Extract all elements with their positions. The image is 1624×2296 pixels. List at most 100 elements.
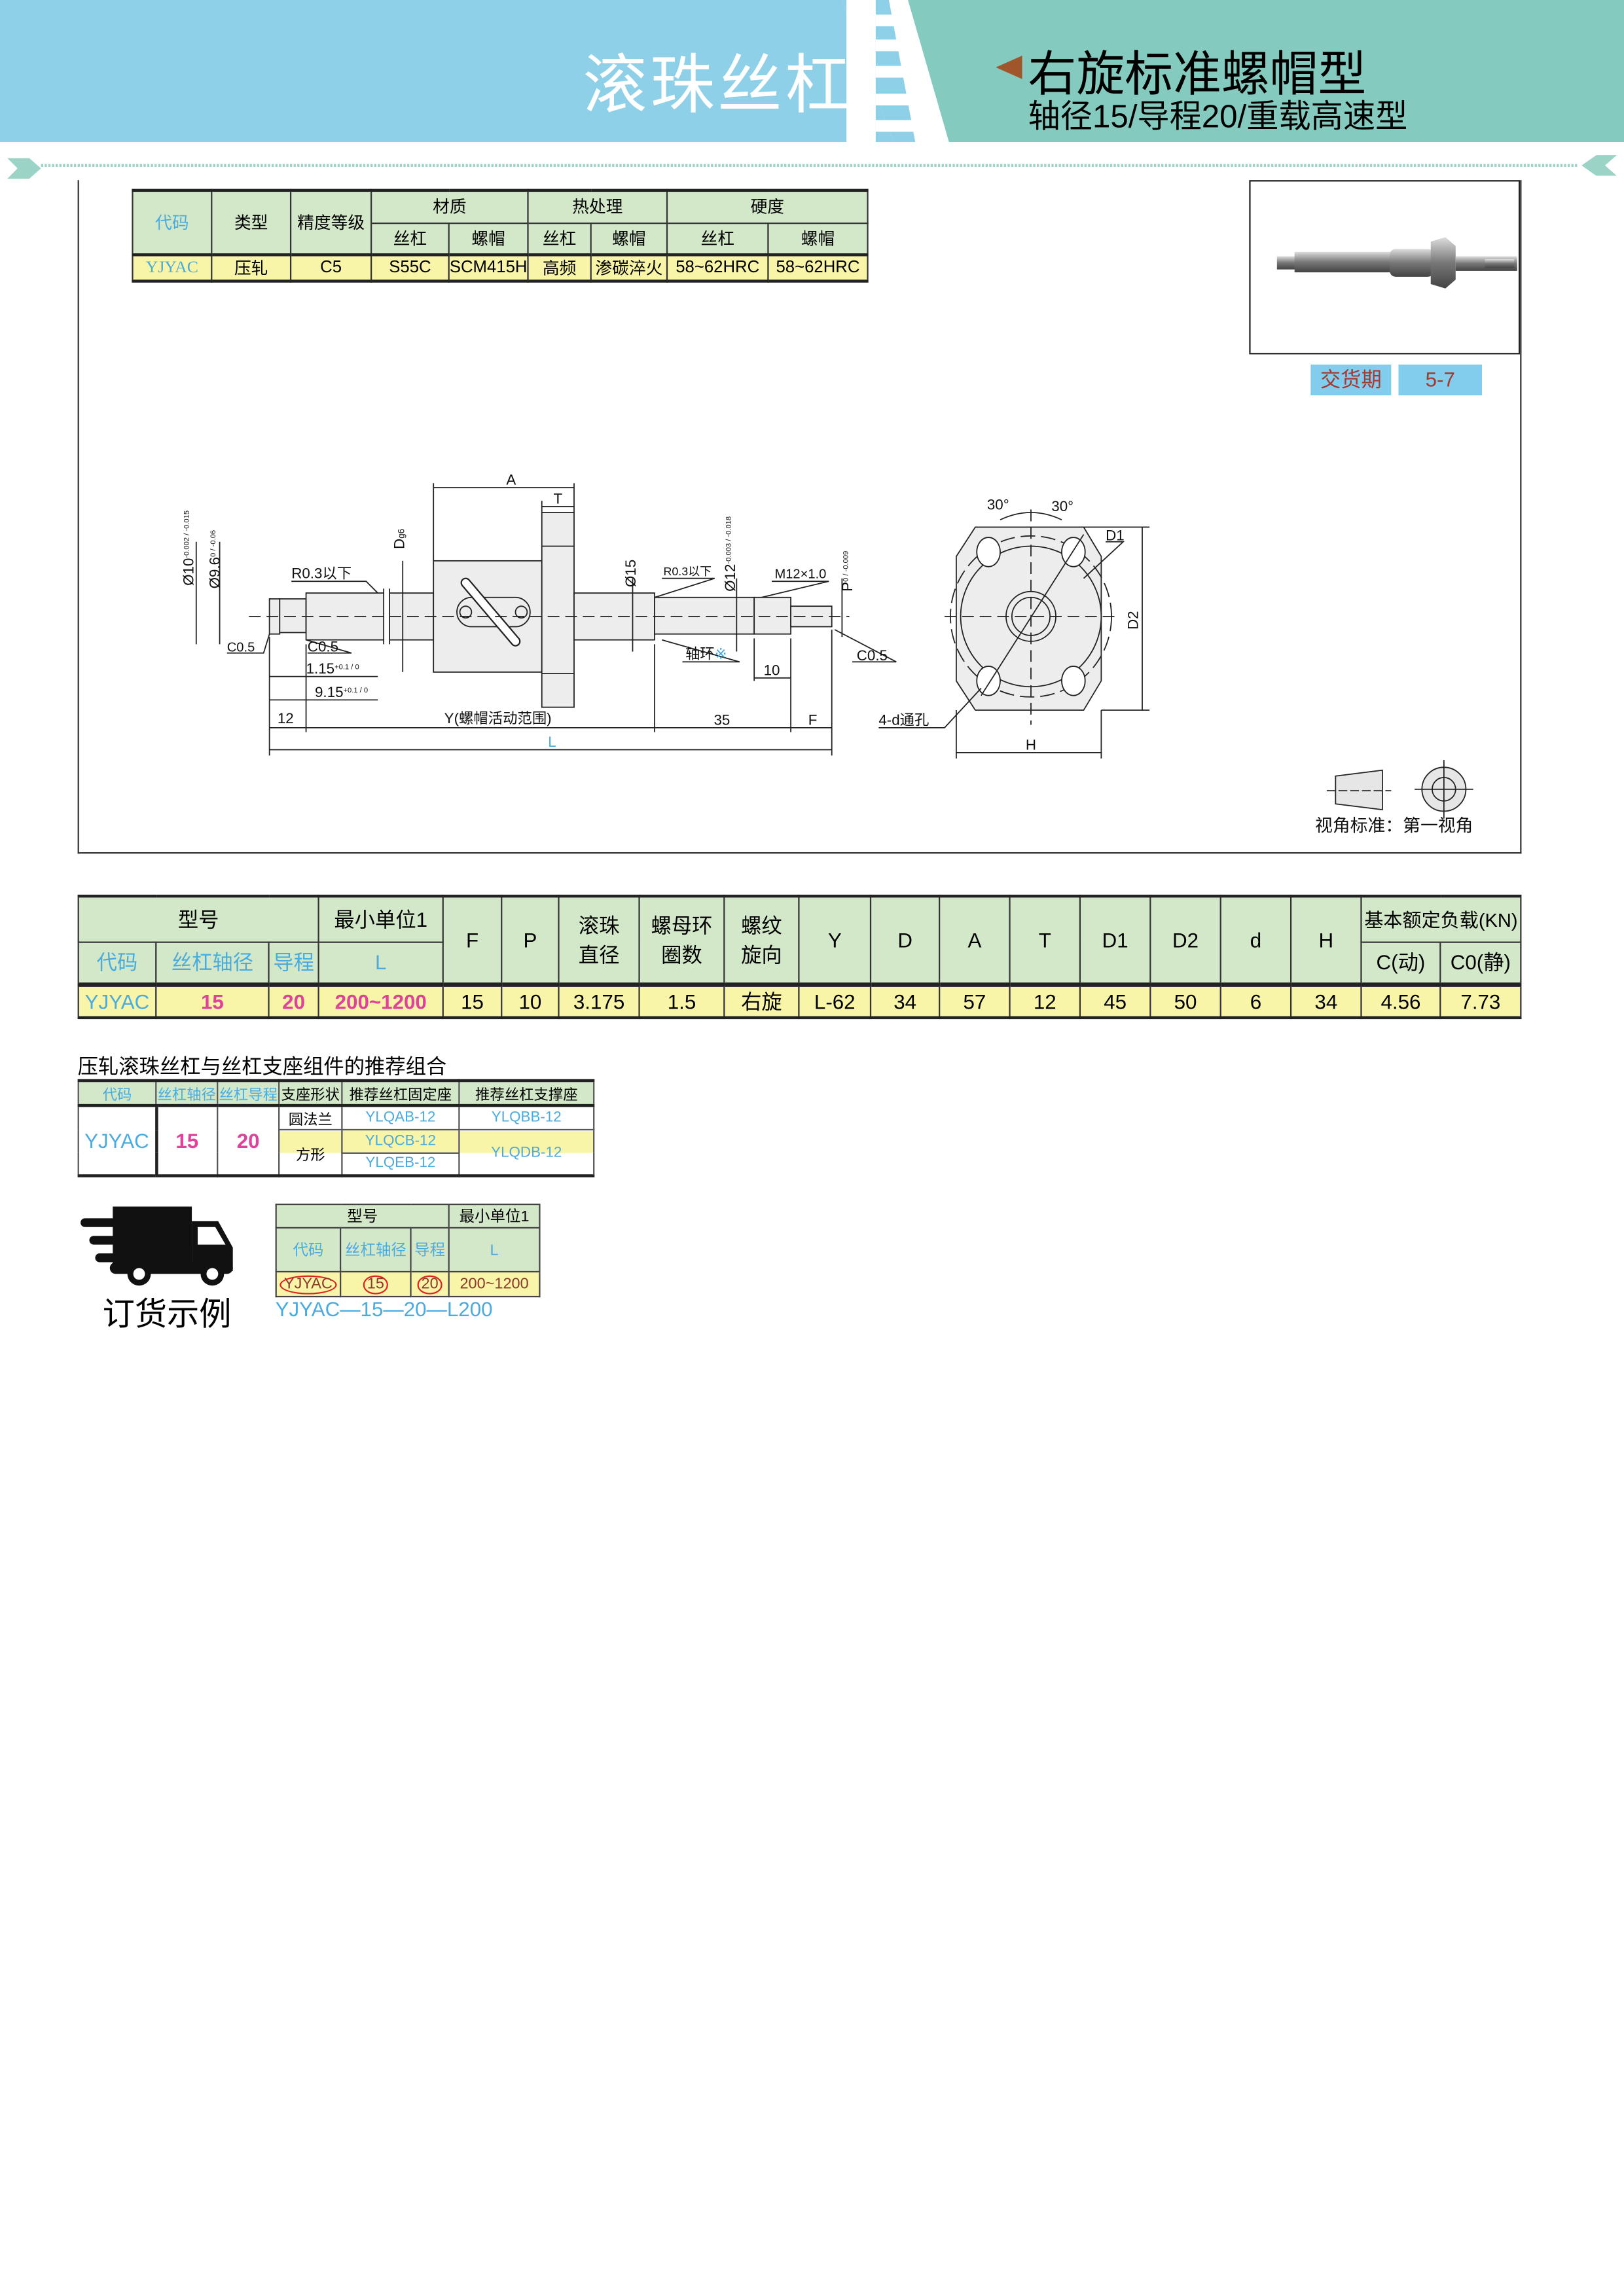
cell-T: 12 xyxy=(1009,982,1081,1018)
cell-code: YJYAC xyxy=(77,1104,158,1177)
dim-D: Dg6 xyxy=(391,529,407,549)
cell-H: 34 xyxy=(1290,982,1362,1018)
ball-screw-image xyxy=(1276,237,1517,289)
cell-lead: 20 xyxy=(268,982,319,1018)
header-D2: D2 xyxy=(1149,895,1221,985)
header-shape: 支座形状 xyxy=(278,1079,343,1107)
delivery-label: 交货期 xyxy=(1310,365,1392,396)
cell-code: YJYAC xyxy=(280,1274,337,1294)
dim-H: H xyxy=(1026,736,1036,753)
chevron-right-decoration xyxy=(1581,155,1617,176)
dim-10: 10 xyxy=(764,662,780,678)
order-table: 型号 最小单位1 代码 丝杠轴径 导程 L YJYAC 15 20 200~12… xyxy=(275,1203,541,1298)
header-H: H xyxy=(1290,895,1362,985)
header-shaft: 丝杠轴径 xyxy=(340,1227,412,1273)
arrow-icon xyxy=(996,56,1022,79)
header-D: D xyxy=(869,895,941,985)
label-collar: 轴环※ xyxy=(685,646,727,662)
dim-P: P0 / -0.009 xyxy=(839,551,856,592)
label-c05: C0.5 xyxy=(227,641,255,655)
header-C: C(动) xyxy=(1360,941,1441,985)
header-load: 基本额定负载(KN) xyxy=(1360,895,1522,942)
dim-F: F xyxy=(808,711,818,728)
header-type: 类型 xyxy=(211,189,292,256)
header-D1: D1 xyxy=(1079,895,1151,985)
cell-shape: 方形 xyxy=(278,1128,343,1177)
label-holes: 4-d通孔 xyxy=(878,711,929,728)
cell-code: YJYAC xyxy=(132,253,213,282)
dim-A: A xyxy=(506,472,516,488)
dim-12: 12 xyxy=(278,710,294,726)
label-c05: C0.5 xyxy=(857,647,888,664)
table-row: YJYAC 15 20 200~1200 15 10 3.175 1.5 右旋 … xyxy=(77,982,1522,1018)
cell-A: 57 xyxy=(939,982,1011,1018)
dim-T: T xyxy=(554,491,563,507)
cell-code: YJYAC xyxy=(77,982,157,1018)
dim-d15: Ø15 xyxy=(623,560,639,587)
header-support: 推荐丝杠支撑座 xyxy=(458,1079,595,1107)
header-code: 代码 xyxy=(132,189,213,256)
cell-heat-nut: 渗碳淬火 xyxy=(590,253,668,282)
dim-35: 35 xyxy=(714,711,731,728)
cell-shape: 圆法兰 xyxy=(278,1105,343,1131)
header-screw: 丝杠 xyxy=(370,221,450,256)
table-row: YJYAC 15 20 200~1200 xyxy=(275,1270,541,1298)
cell-shaft: 15 xyxy=(155,1104,219,1177)
truck-icon xyxy=(81,1206,233,1286)
cell-type: 压轧 xyxy=(211,253,292,282)
cell-Y: L-62 xyxy=(798,982,872,1018)
cell-ball: 3.175 xyxy=(558,982,640,1018)
material-table: 代码 类型 精度等级 材质 热处理 硬度 丝杠 螺帽 丝杠 螺帽 丝杠 螺帽 Y… xyxy=(132,188,869,283)
cell-L: 200~1200 xyxy=(448,1270,541,1298)
cell-mat-nut: SCM415H xyxy=(448,253,529,282)
cell-shaft: 15 xyxy=(363,1274,389,1294)
product-title: 右旋标准螺帽型 xyxy=(1028,46,1367,101)
header-A: A xyxy=(939,895,1011,985)
header-L: L xyxy=(317,941,444,985)
dim-D1: D1 xyxy=(1106,528,1125,544)
header-P: P xyxy=(501,895,560,985)
header-code: 代码 xyxy=(275,1227,342,1273)
cell-L: 200~1200 xyxy=(317,982,444,1018)
cell-rings: 1.5 xyxy=(638,982,725,1018)
header-min-unit: 最小单位1 xyxy=(317,895,444,942)
header-code: 代码 xyxy=(77,941,157,985)
header-shaft: 丝杠轴径 xyxy=(155,1079,219,1107)
product-subtitle: 轴径15/导程20/重载高速型 xyxy=(1028,98,1408,135)
category-title: 滚珠丝杠 xyxy=(583,50,853,122)
header-rings: 螺母环圈数 xyxy=(638,895,725,985)
chevron-left-decoration xyxy=(7,158,41,179)
delivery-value: 5-7 xyxy=(1398,365,1483,396)
cell-fixed: YLQAB-12 xyxy=(341,1105,460,1131)
cell-heat-screw: 高频 xyxy=(527,253,592,282)
header-hardness: 硬度 xyxy=(666,189,869,224)
header-precision: 精度等级 xyxy=(289,189,372,256)
header-nut: 螺帽 xyxy=(767,221,869,256)
combo-title: 压轧滚珠丝杠与丝杠支座组件的推荐组合 xyxy=(77,1054,447,1078)
header-nut: 螺帽 xyxy=(448,221,529,256)
view-standard-label: 视角标准：第一视角 xyxy=(1315,816,1473,836)
flange-end-view xyxy=(955,526,1102,711)
label-r03-right: R0.3以下 xyxy=(663,565,712,578)
header-lead: 导程 xyxy=(268,941,319,985)
header-F: F xyxy=(442,895,503,985)
header-lead: 丝杠导程 xyxy=(217,1079,280,1107)
header-model: 型号 xyxy=(77,895,319,942)
cell-hard-screw: 58~62HRC xyxy=(666,253,769,282)
cell-C0: 7.73 xyxy=(1439,982,1522,1018)
cell-F: 15 xyxy=(442,982,503,1018)
technical-drawing: A T Dg6 Ø10-0.002 / -0.015 Ø9.60 / -0.06… xyxy=(180,472,1473,836)
cell-support: YLQBB-12 xyxy=(458,1105,595,1131)
header-min-unit: 最小单位1 xyxy=(448,1203,541,1229)
dim-9-15: 9.15+0.1 / 0 xyxy=(315,684,368,700)
cell-hard-nut: 58~62HRC xyxy=(767,253,869,282)
label-r03-left: R0.3以下 xyxy=(291,565,352,582)
cell-D1: 45 xyxy=(1079,982,1151,1018)
header-Y: Y xyxy=(798,895,872,985)
cell-C: 4.56 xyxy=(1360,982,1441,1018)
header-material: 材质 xyxy=(370,189,529,224)
label-c05: C0.5 xyxy=(308,639,338,655)
header-lead: 导程 xyxy=(410,1227,450,1273)
header-shaft: 丝杠轴径 xyxy=(155,941,270,985)
